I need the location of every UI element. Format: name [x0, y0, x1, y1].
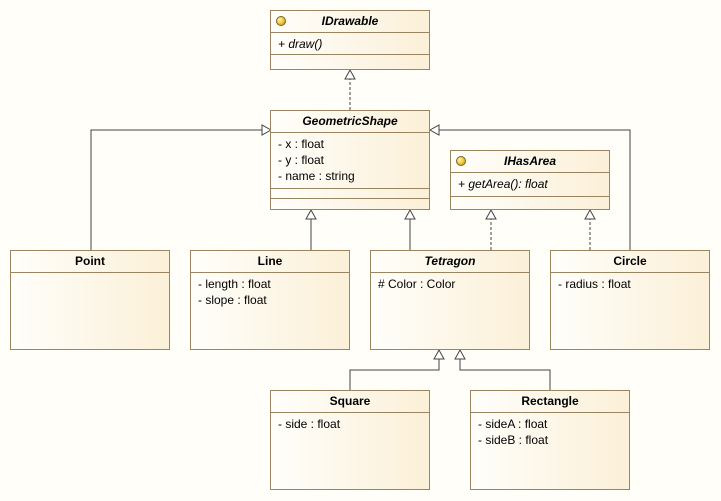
attribute: - sideA : float	[478, 417, 548, 431]
arrowhead-ihasarea-circle	[584, 208, 596, 220]
attribute: - y : float	[278, 153, 325, 167]
attribute: - radius : float	[558, 277, 631, 291]
class-name: IDrawable	[321, 14, 379, 28]
arrowhead-geometricshape-tetragon	[404, 208, 416, 220]
class-circle[interactable]: Circle - radius : float	[550, 250, 710, 350]
attributes-section: - x : float - y : float - name : string	[271, 133, 429, 189]
arrowhead-ihasarea-tetragon	[485, 208, 497, 220]
class-name: Tetragon	[424, 254, 476, 268]
edge-rectangle-tetragon	[459, 359, 551, 390]
class-point[interactable]: Point	[10, 250, 170, 350]
attribute: - side : float	[278, 417, 341, 431]
attribute: - x : float	[278, 137, 325, 151]
class-header: Circle	[551, 251, 709, 273]
class-name: Line	[257, 254, 283, 268]
arrowhead-tetragon-square	[433, 348, 445, 360]
empty-section	[271, 199, 429, 209]
arrowhead-tetragon-rectangle	[454, 348, 466, 360]
edge-circle-geometricshape	[439, 129, 631, 250]
class-line[interactable]: Line - length : float - slope : float	[190, 250, 350, 350]
class-header: IHasArea	[451, 151, 609, 173]
class-name: Rectangle	[521, 394, 579, 408]
arrowhead-geometricshape-right	[428, 124, 440, 136]
operation: + getArea(): float	[458, 177, 548, 191]
class-header: Tetragon	[371, 251, 529, 273]
class-geometricshape[interactable]: GeometricShape - x : float - y : float -…	[270, 110, 430, 210]
attributes-section: - radius : float	[551, 273, 709, 295]
class-header: GeometricShape	[271, 111, 429, 133]
edge-square-tetragon	[349, 359, 440, 390]
interface-icon	[456, 156, 466, 166]
class-name: Circle	[613, 254, 647, 268]
attribute: - sideB : float	[478, 433, 549, 447]
attribute: - name : string	[278, 169, 355, 183]
class-header: Square	[271, 391, 429, 413]
class-header: Line	[191, 251, 349, 273]
class-square[interactable]: Square - side : float	[270, 390, 430, 490]
attribute: # Color : Color	[378, 277, 456, 291]
class-ihasarea[interactable]: IHasArea + getArea(): float	[450, 150, 610, 210]
class-name: Point	[75, 254, 105, 268]
attributes-section: # Color : Color	[371, 273, 529, 295]
attributes-section: - length : float - slope : float	[191, 273, 349, 311]
class-rectangle[interactable]: Rectangle - sideA : float - sideB : floa…	[470, 390, 630, 490]
arrowhead-idrawable	[344, 68, 356, 80]
class-header: Point	[11, 251, 169, 273]
interface-icon	[276, 16, 286, 26]
class-tetragon[interactable]: Tetragon # Color : Color	[370, 250, 530, 350]
class-header: IDrawable	[271, 11, 429, 33]
class-name: GeometricShape	[302, 114, 398, 128]
class-name: Square	[329, 394, 371, 408]
empty-section	[451, 197, 609, 209]
attributes-section: - side : float	[271, 413, 429, 435]
class-idrawable[interactable]: IDrawable + draw()	[270, 10, 430, 70]
operations-section: + getArea(): float	[451, 173, 609, 197]
empty-section	[271, 189, 429, 199]
class-header: Rectangle	[471, 391, 629, 413]
class-name: IHasArea	[503, 154, 557, 168]
empty-section	[271, 55, 429, 71]
operation: + draw()	[278, 37, 323, 51]
attribute: - slope : float	[198, 293, 267, 307]
arrowhead-geometricshape-left	[261, 124, 273, 136]
edge-point-geometricshape	[90, 129, 262, 250]
attribute: - length : float	[198, 277, 271, 291]
arrowhead-geometricshape-line	[305, 208, 317, 220]
operations-section: + draw()	[271, 33, 429, 55]
attributes-section: - sideA : float - sideB : float	[471, 413, 629, 451]
